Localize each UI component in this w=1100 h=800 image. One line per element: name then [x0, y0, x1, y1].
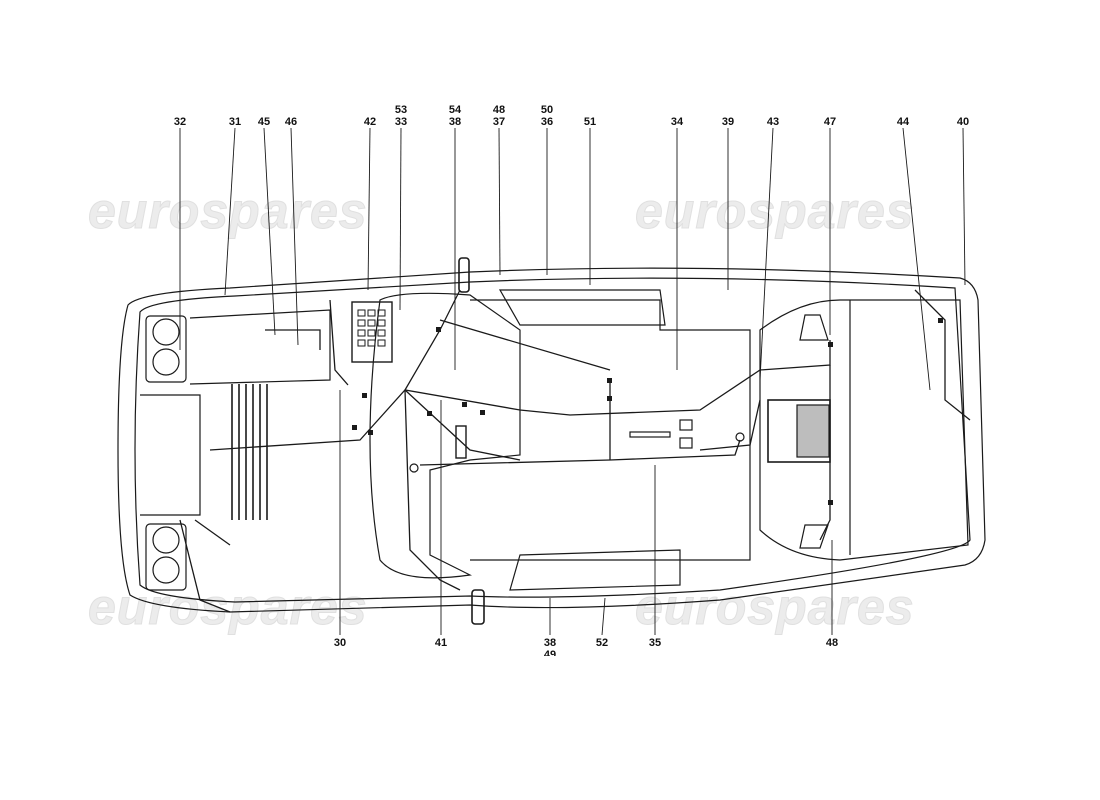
- front-panel: [140, 394, 201, 516]
- callout-47: 47: [823, 116, 837, 128]
- callout-49: 49: [543, 650, 557, 656]
- watermark-bottom-left: eurospares: [88, 579, 368, 636]
- leader-lines: [179, 127, 966, 636]
- fuse-box: [351, 301, 393, 363]
- mirror-bottom: [471, 589, 485, 625]
- rear-compartment: [759, 299, 969, 561]
- car-body-inner: [134, 277, 971, 603]
- watermark-bottom-right: eurospares: [635, 579, 915, 636]
- fuse-grid: [357, 309, 386, 347]
- watermark-top-left: eurospares: [88, 183, 368, 240]
- ground-point-b: [735, 432, 745, 442]
- callout-33: 33: [394, 116, 408, 128]
- cabin-outline: [369, 292, 521, 579]
- callout-39: 39: [721, 116, 735, 128]
- callout-32: 32: [173, 116, 187, 128]
- relay-a: [679, 419, 693, 431]
- callout-38-bottom: 38: [543, 637, 557, 649]
- side-window-bottom: [509, 549, 681, 591]
- mirror-top: [458, 257, 470, 293]
- wiring-harness: [179, 289, 971, 613]
- callout-40: 40: [956, 116, 970, 128]
- callout-46: 46: [284, 116, 298, 128]
- relay-b: [679, 437, 693, 449]
- rear-lamp-top: [799, 314, 829, 341]
- callout-30: 30: [333, 637, 347, 649]
- callout-38-top: 38: [448, 116, 462, 128]
- rear-window: [498, 289, 666, 326]
- headlight-top-lamp-a: [152, 318, 180, 346]
- callout-41: 41: [434, 637, 448, 649]
- callout-36: 36: [540, 116, 554, 128]
- roof-outline: [470, 299, 751, 561]
- callout-53: 53: [394, 104, 408, 116]
- callout-54: 54: [448, 104, 462, 116]
- rear-lamp-bottom: [799, 524, 829, 549]
- callout-31: 31: [228, 116, 242, 128]
- callout-48-top: 48: [492, 104, 506, 116]
- battery: [796, 404, 830, 458]
- ground-point-a: [409, 463, 419, 473]
- car-body-outline: [117, 267, 986, 613]
- callout-35: 35: [648, 637, 662, 649]
- grille-slats: [231, 384, 268, 520]
- callout-42: 42: [363, 116, 377, 128]
- headlight-top-lamp-b: [152, 348, 180, 376]
- headlight-top: [145, 315, 187, 383]
- callout-50: 50: [540, 104, 554, 116]
- callout-44: 44: [896, 116, 910, 128]
- gear-module: [629, 431, 671, 438]
- callout-51: 51: [583, 116, 597, 128]
- callout-34: 34: [670, 116, 684, 128]
- callout-43: 43: [766, 116, 780, 128]
- watermark-top-right: eurospares: [635, 183, 915, 240]
- center-module: [455, 425, 467, 459]
- callout-45: 45: [257, 116, 271, 128]
- callout-48-bottom: 48: [825, 637, 839, 649]
- headlight-bottom-lamp-a: [152, 526, 180, 554]
- hood-line: [189, 309, 331, 385]
- headlight-bottom-lamp-b: [152, 556, 180, 584]
- connectors: [352, 318, 943, 505]
- callout-37: 37: [492, 116, 506, 128]
- headlight-bottom: [145, 523, 187, 591]
- callout-52: 52: [595, 637, 609, 649]
